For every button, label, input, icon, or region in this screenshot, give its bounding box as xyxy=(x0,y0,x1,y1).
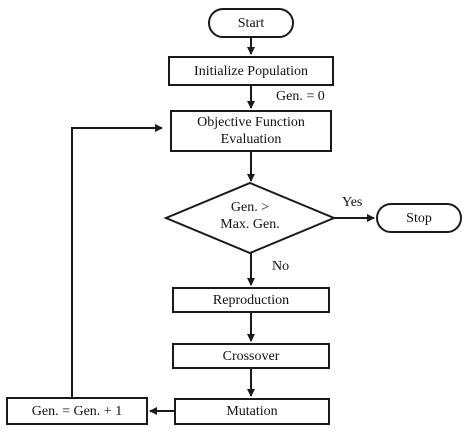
arrow-loop-back-to-objective xyxy=(71,124,163,397)
generation-increment-box: Gen. = Gen. + 1 xyxy=(6,397,148,425)
stop-label: Stop xyxy=(406,210,432,226)
objective-function-label-line2: Evaluation xyxy=(220,132,282,147)
gen-zero-label: Gen. = 0 xyxy=(276,89,325,104)
start-terminal: Start xyxy=(208,8,294,38)
no-label: No xyxy=(272,259,290,274)
decision-label: Gen. > Max. Gen. xyxy=(192,199,308,233)
initialize-population-box: Initialize Population xyxy=(168,56,334,86)
mutation-box: Mutation xyxy=(174,398,330,425)
crossover-label: Crossover xyxy=(222,348,280,364)
reproduction-label: Reproduction xyxy=(212,292,290,308)
reproduction-box: Reproduction xyxy=(172,287,330,313)
mutation-label: Mutation xyxy=(226,404,278,419)
decision-label-line2: Max. Gen. xyxy=(220,217,280,232)
initialize-population-label: Initialize Population xyxy=(194,63,308,79)
objective-function-label-line1: Objective Function xyxy=(197,115,305,130)
yes-label: Yes xyxy=(342,195,363,210)
decision-label-line1: Gen. > xyxy=(230,200,270,215)
generation-increment-label: Gen. = Gen. + 1 xyxy=(31,403,123,419)
stop-terminal: Stop xyxy=(376,203,462,233)
start-label: Start xyxy=(237,15,265,31)
crossover-box: Crossover xyxy=(172,343,330,369)
objective-function-box: Objective Function Evaluation xyxy=(170,110,332,152)
